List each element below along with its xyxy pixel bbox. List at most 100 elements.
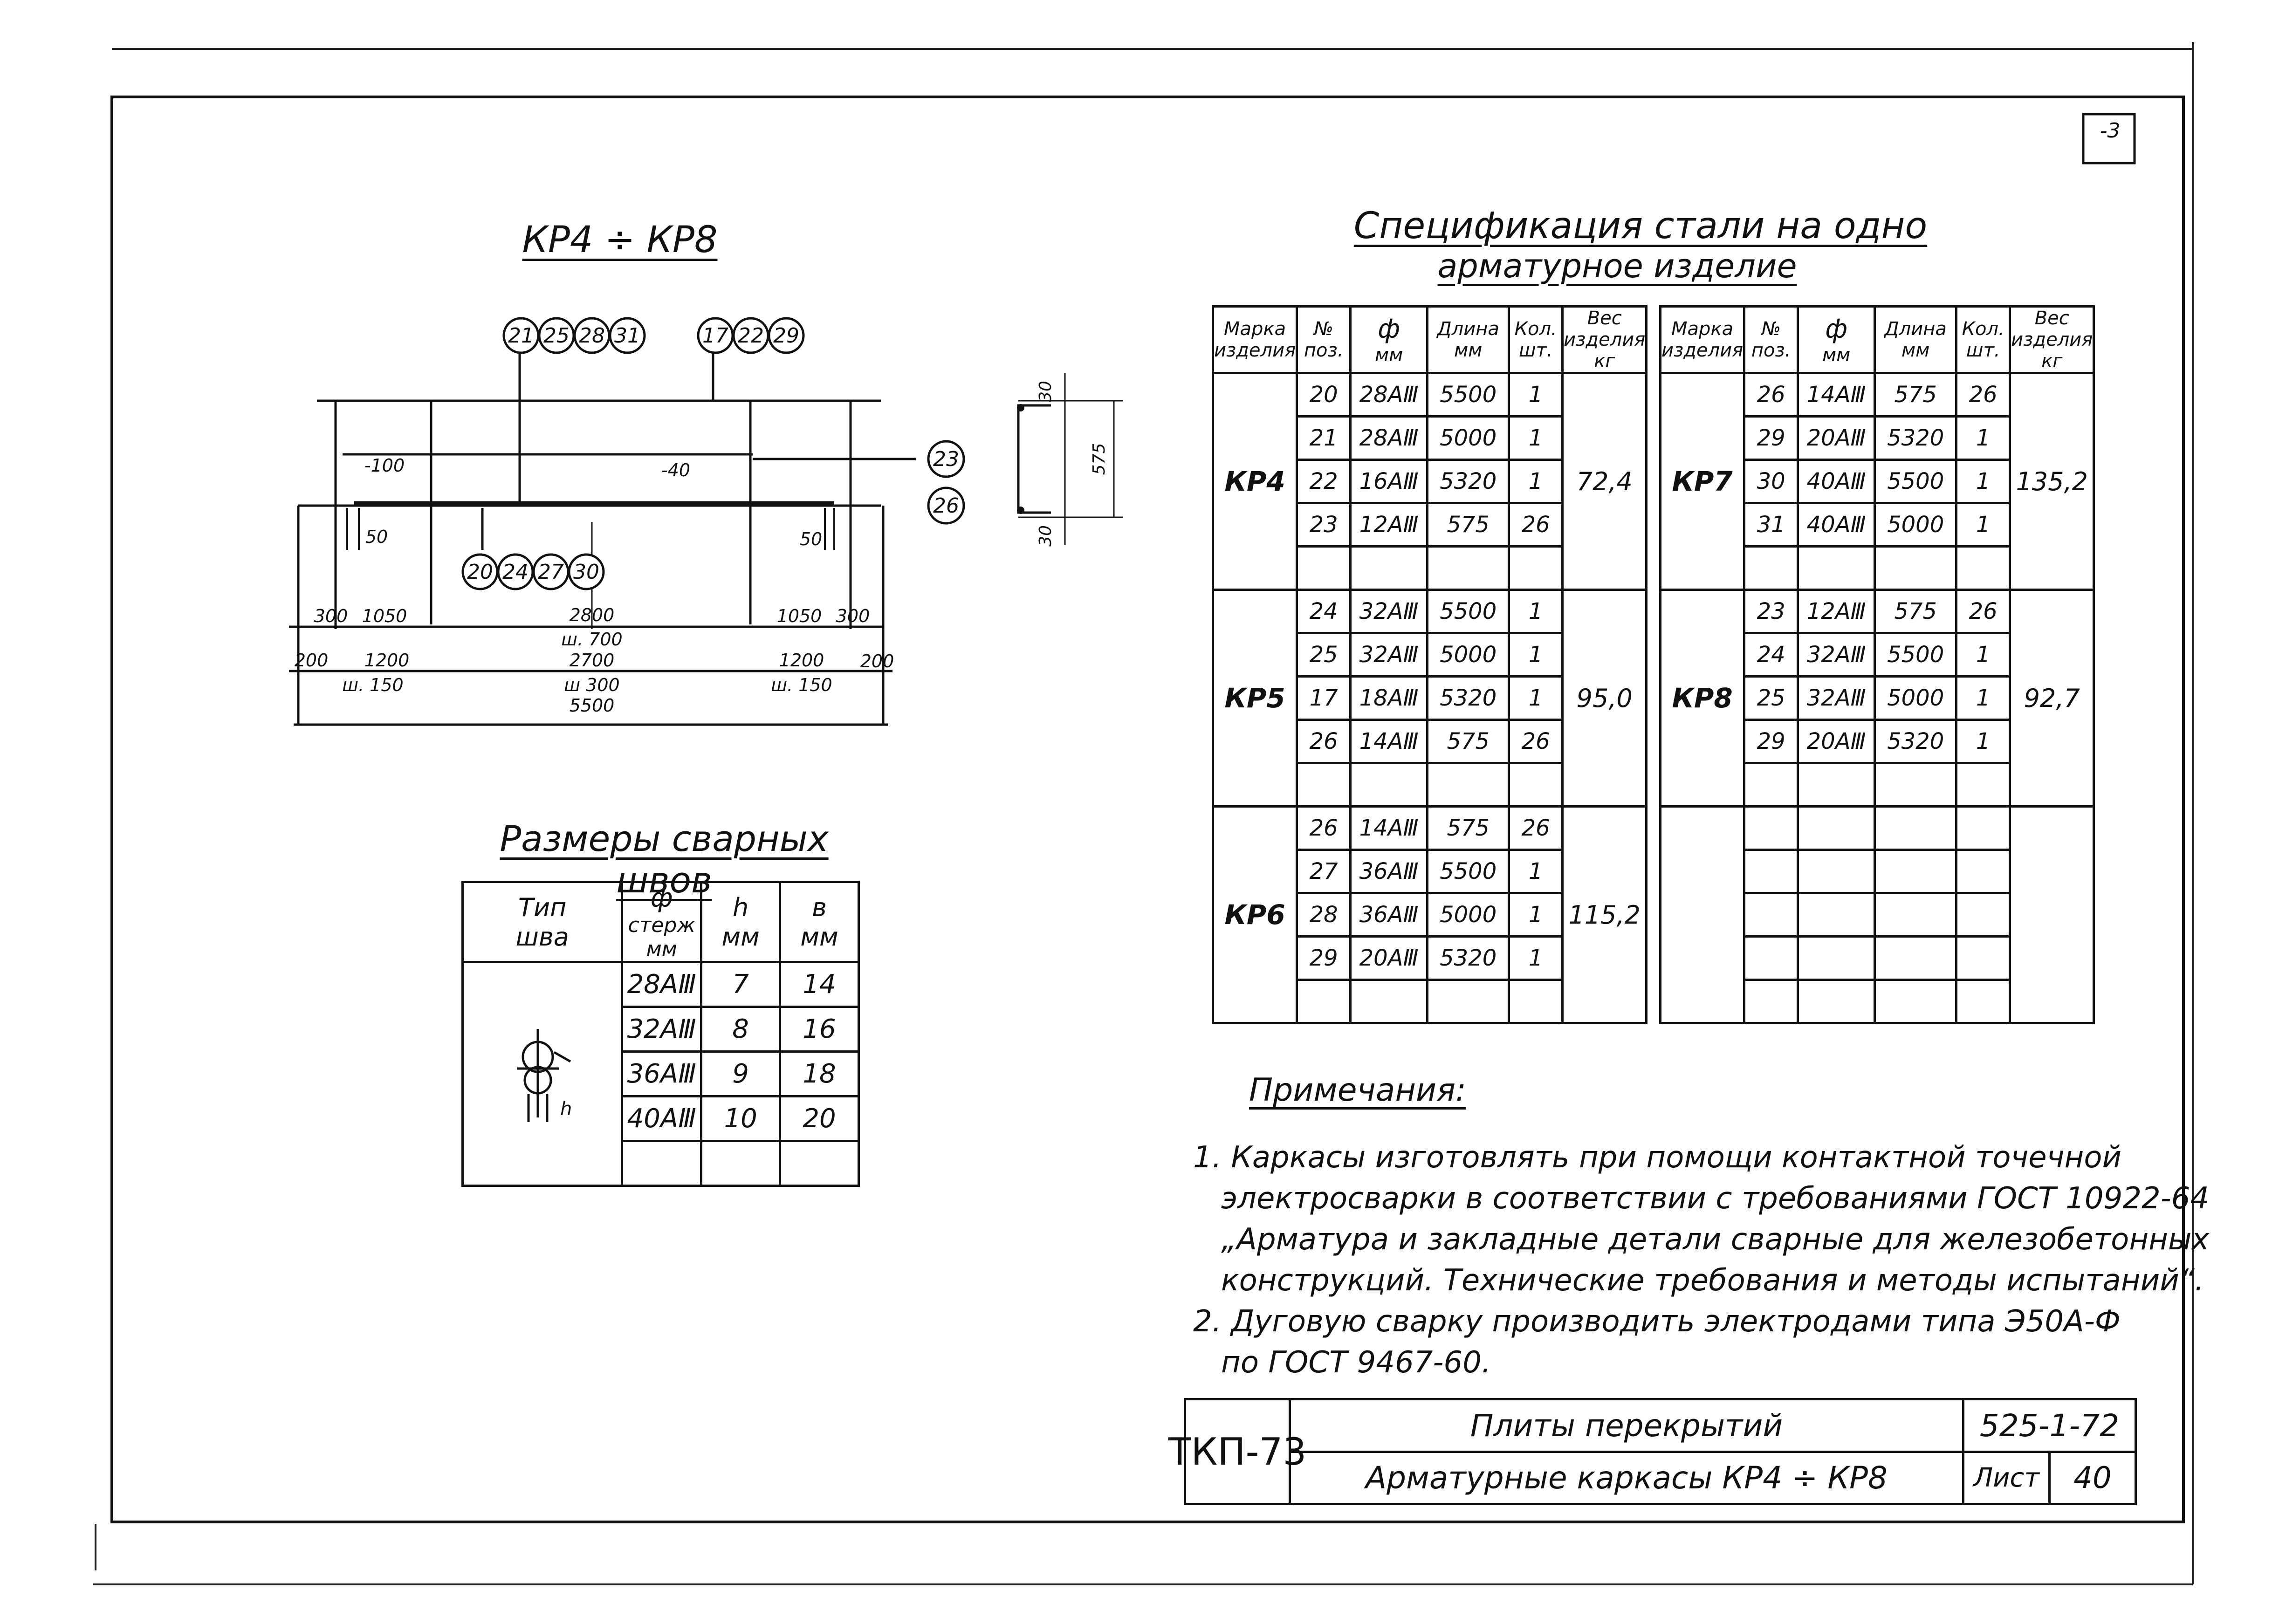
spec-phi: 20АⅢ [1349,935,1429,981]
title-block: ТКП-73 Плиты перекрытий Арматурные карка… [1168,1398,2137,1505]
spec-qty [1508,762,1564,808]
dim-row1-5: 300 [836,606,870,626]
spec-pos: 30 [1743,459,1799,504]
sheet-corner-mark: -3 [2100,119,2121,143]
spec-phi: 40АⅢ [1797,502,1876,548]
spec-mark: КР5 [1211,589,1298,808]
tag-top-left-2: 25 [543,324,570,348]
dim-row1-sub: ш. 700 [561,629,622,650]
spec-qty: 1 [1955,459,2011,504]
spec-len [1874,892,1958,938]
spec-phi: 32АⅢ [1349,632,1429,678]
section-dim-bottom: 30 [1036,525,1055,547]
note-line: 1. Каркасы изготовлять при помощи контак… [1193,1140,2122,1175]
spec-phi [1797,935,1876,981]
spec-qty [1955,545,2011,591]
tag-bottom-1: 20 [467,560,493,584]
spec-len [1874,545,1958,591]
spec-len: 5000 [1874,502,1958,548]
spec-mark: КР4 [1211,372,1298,591]
tag-bottom-2: 24 [502,560,529,584]
spec-pos: 25 [1743,675,1799,721]
spec-len [1426,545,1510,591]
spec-phi [1797,849,1876,894]
spec-phi: 20АⅢ [1797,415,1876,461]
tag-top-left-4: 31 [614,324,640,348]
spec-phi: 28АⅢ [1349,415,1429,461]
tag-side-2: 26 [933,494,959,518]
tag-top-left-1: 21 [508,324,534,348]
spec-len: 5320 [1426,675,1510,721]
weld-header-h: h мм [700,881,782,963]
spec-len [1874,805,1958,851]
spec-pos [1296,762,1352,808]
title-block-line1: Плиты перекрытий [1289,1398,1964,1453]
table-row [1661,935,2094,981]
weld-b: 18 [779,1050,860,1097]
weld-header-type: Тип шва [461,881,624,963]
spec-pos [1743,979,1799,1024]
spec-phi: 36АⅢ [1349,892,1429,938]
spec-qty: 1 [1508,589,1564,634]
spec-len: 5500 [1426,589,1510,634]
weld-phi: 36АⅢ [621,1050,703,1097]
spec-pos: 25 [1296,632,1352,678]
tag-bottom-3: 27 [538,560,564,584]
spec-phi: 40АⅢ [1797,459,1876,504]
spec-qty: 1 [1508,632,1564,678]
spec-weight: 135,2 [2009,372,2095,591]
spec-pos: 26 [1743,372,1799,418]
spec-title-line2: арматурное изделие [1437,247,1797,285]
weld-sketch-label: h [560,1098,572,1120]
weld-h: 7 [700,961,782,1008]
spec-qty: 26 [1508,502,1564,548]
spec-weight: 95,0 [1561,589,1648,808]
dim-total: 5500 [570,695,615,716]
spec-len [1426,762,1510,808]
spec-len [1874,935,1958,981]
dim-row1-1: 300 [314,606,348,626]
spec-phi [1797,805,1876,851]
dim-row1-3: 2800 [570,605,615,625]
spec-pos [1743,805,1799,851]
title-block-sheet-label: Лист [1962,1451,2051,1505]
spec-pos: 20 [1296,372,1352,418]
weld-h: 10 [700,1095,782,1142]
spec-pos: 27 [1296,849,1352,894]
spec-pos: 17 [1296,675,1352,721]
spec-qty [1955,849,2011,894]
spec-phi [1797,892,1876,938]
spec-qty: 1 [1508,935,1564,981]
spec-pos [1743,545,1799,591]
section-dim-height: 575 [1090,443,1109,475]
spec-qty [1955,979,2011,1024]
weld-header-b: в мм [779,881,860,963]
dim-row2-4: 1200 [779,650,824,671]
dim-row2-1: 200 [295,650,329,671]
dim-row2-2: 1200 [364,650,410,671]
spec-phi [1349,762,1429,808]
table-row [1659,805,2095,1024]
dim-row1-2: 1050 [362,606,407,626]
table-row [1661,892,2094,938]
spec-phi: 14АⅢ [1797,372,1876,418]
spec-phi: 20АⅢ [1797,719,1876,764]
table-row [1213,762,1647,808]
weld-header-phi: ф стерж мм [621,881,703,963]
spec-pos: 22 [1296,459,1352,504]
weld-b: 16 [779,1006,860,1053]
